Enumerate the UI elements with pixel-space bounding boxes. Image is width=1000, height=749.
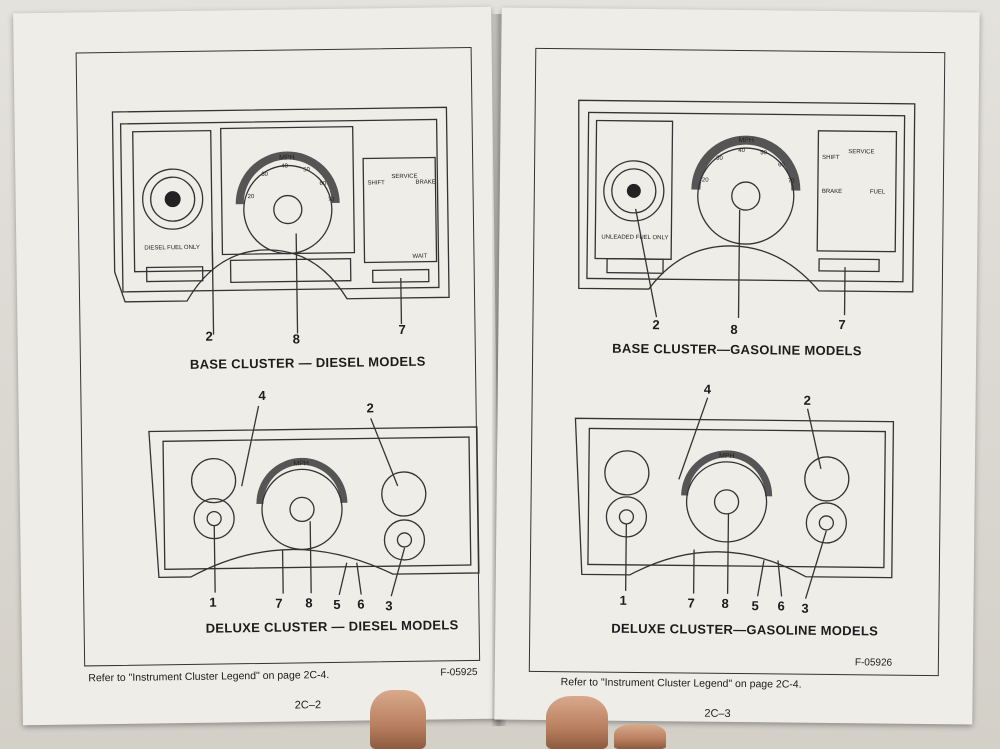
deluxe-gasoline-callout-8: 8	[721, 595, 730, 611]
deluxe-gasoline-caption: DELUXE CLUSTER—GASOLINE MODELS	[611, 620, 879, 639]
right-page: UNLEADED FUEL ONLY MPH 20 30 40 50 60 70 SH…	[494, 7, 980, 725]
deluxe-diesel-cluster-drawing: MPH	[148, 405, 480, 597]
svg-text:SHIFT: SHIFT	[367, 180, 385, 186]
svg-text:20: 20	[702, 178, 709, 184]
deluxe-diesel-callout-2: 2	[366, 400, 375, 416]
right-footer-reference: Refer to "Instrument Cluster Legend" on …	[560, 676, 802, 691]
svg-text:70: 70	[788, 179, 795, 185]
svg-text:40: 40	[738, 148, 745, 154]
left-page-number: 2C–2	[294, 699, 322, 712]
svg-text:MPH: MPH	[293, 460, 309, 467]
left-page: DIESEL FUEL ONLY MPH 20 30 40 50 60 70 SHIF…	[13, 6, 501, 726]
right-page-number: 2C–3	[704, 707, 731, 720]
deluxe-gasoline-cluster-drawing: MPH	[574, 397, 895, 599]
deluxe-diesel-callout-8: 8	[305, 595, 313, 611]
svg-text:60: 60	[778, 162, 785, 168]
svg-text:MPH: MPH	[719, 453, 735, 460]
deluxe-gasoline-callout-5: 5	[751, 598, 760, 614]
svg-text:SERVICE: SERVICE	[391, 174, 417, 180]
svg-text:30: 30	[716, 156, 723, 162]
svg-text:50: 50	[760, 150, 767, 156]
deluxe-gasoline-callout-3: 3	[801, 600, 810, 616]
svg-text:UNLEADED FUEL ONLY: UNLEADED FUEL ONLY	[601, 235, 668, 242]
left-thumb	[370, 690, 426, 749]
deluxe-gasoline-callout-6: 6	[777, 598, 786, 614]
left-footer-reference: Refer to "Instrument Cluster Legend" on …	[88, 669, 330, 685]
deluxe-diesel-callout-7: 7	[275, 595, 283, 611]
right-figure-id: F-05926	[854, 657, 893, 669]
base-diesel-cluster-drawing: DIESEL FUEL ONLY MPH 20 30 40 50 60 70 SHIF…	[111, 106, 450, 335]
svg-text:60: 60	[319, 181, 326, 187]
deluxe-diesel-callout-6: 6	[357, 596, 365, 612]
deluxe-diesel-callout-1: 1	[209, 594, 217, 610]
svg-text:MPH: MPH	[738, 137, 754, 144]
deluxe-diesel-callout-5: 5	[333, 596, 341, 612]
deluxe-diesel-callout-4: 4	[258, 387, 267, 403]
left-figure-id: F-05925	[440, 666, 478, 679]
svg-text:70: 70	[328, 197, 335, 203]
base-gasoline-cluster-drawing: UNLEADED FUEL ONLY MPH 20 30 40 50 60 70 SH…	[578, 99, 916, 319]
deluxe-gasoline-callout-7: 7	[687, 595, 696, 611]
svg-text:40: 40	[281, 164, 288, 170]
deluxe-gasoline-callout-1: 1	[619, 592, 628, 608]
svg-text:SERVICE: SERVICE	[848, 149, 874, 155]
deluxe-gasoline-callout-4: 4	[703, 381, 712, 397]
svg-text:SHIFT: SHIFT	[822, 155, 840, 161]
deluxe-diesel-callout-3: 3	[385, 598, 393, 614]
svg-text:30: 30	[261, 172, 268, 178]
svg-text:BRAKE: BRAKE	[822, 189, 842, 195]
svg-text:BRAKE: BRAKE	[415, 179, 435, 185]
svg-text:DIESEL FUEL ONLY: DIESEL FUEL ONLY	[144, 245, 200, 252]
svg-text:50: 50	[303, 167, 310, 173]
svg-text:WAIT: WAIT	[412, 254, 427, 260]
svg-text:20: 20	[248, 194, 255, 200]
deluxe-gasoline-callout-2: 2	[803, 392, 812, 408]
svg-text:MPH: MPH	[279, 154, 295, 161]
right-thumb	[546, 696, 608, 749]
right-finger	[614, 724, 666, 749]
svg-text:FUEL: FUEL	[870, 189, 886, 195]
